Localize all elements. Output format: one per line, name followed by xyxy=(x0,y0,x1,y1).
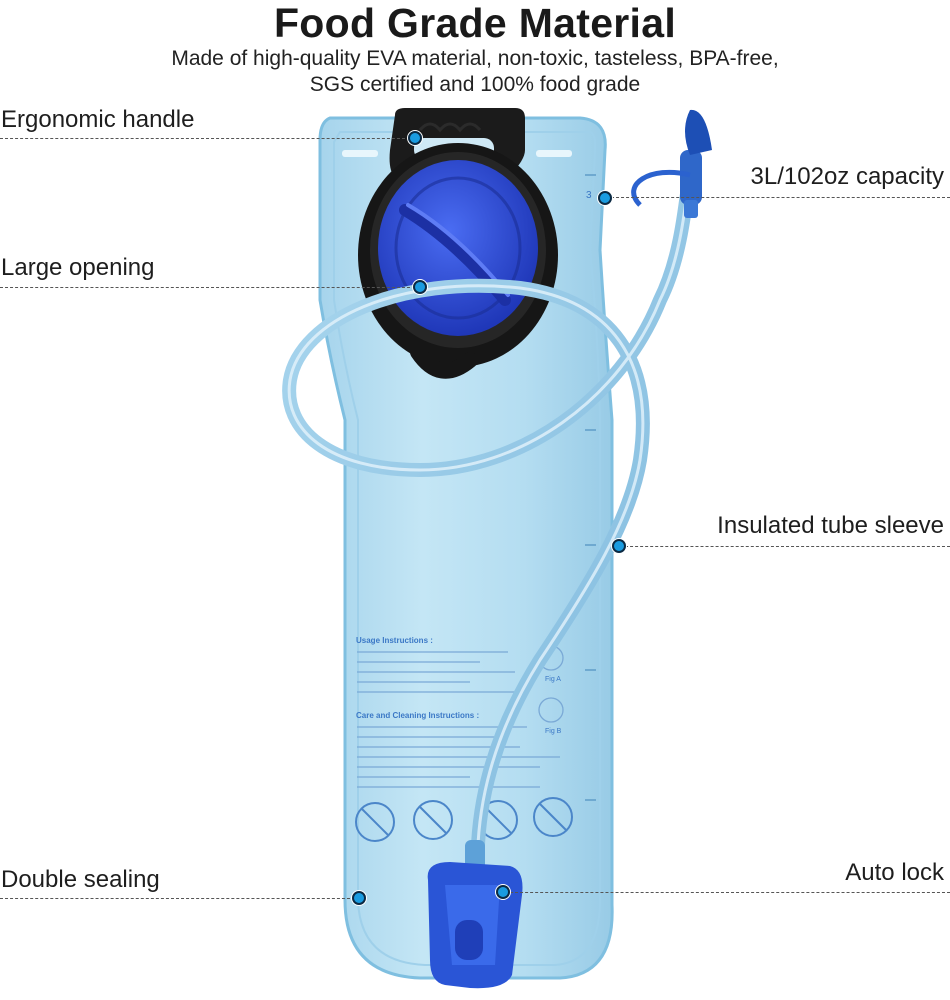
callout-ergonomic-handle: Ergonomic handle xyxy=(1,106,195,133)
printed-instructions: Usage Instructions : Care and Cleaning I… xyxy=(355,636,573,842)
callout-line-tube xyxy=(620,546,950,547)
care-title: Care and Cleaning Instructions : xyxy=(356,711,479,720)
callout-insulated-tube: Insulated tube sleeve xyxy=(717,512,944,539)
fig-a-label: Fig A xyxy=(545,676,561,683)
callout-dot-tube xyxy=(612,539,626,553)
callout-dot-lock xyxy=(496,885,510,899)
bite-valve xyxy=(631,109,712,218)
callout-dot-capacity xyxy=(598,191,612,205)
usage-title: Usage Instructions : xyxy=(356,636,433,645)
subtitle-line-1: Made of high-quality EVA material, non-t… xyxy=(171,47,779,70)
callout-dot-sealing xyxy=(352,891,366,905)
subtitle-line-2: SGS certified and 100% food grade xyxy=(309,73,641,96)
callout-line-handle xyxy=(0,138,410,139)
callout-capacity: 3L/102oz capacity xyxy=(750,163,944,190)
callout-auto-lock: Auto lock xyxy=(845,859,944,886)
callout-large-opening: Large opening xyxy=(1,254,155,281)
callout-double-sealing: Double sealing xyxy=(1,866,160,893)
scale-label: 3 xyxy=(586,190,592,201)
fig-b-label: Fig B xyxy=(545,728,562,735)
page-title: Food Grade Material xyxy=(273,0,677,46)
callout-line-opening xyxy=(0,287,415,288)
callout-dot-handle xyxy=(408,131,422,145)
callout-line-lock xyxy=(505,892,950,893)
callout-line-capacity xyxy=(606,197,950,198)
callout-line-sealing xyxy=(0,898,355,899)
callout-dot-opening xyxy=(413,280,427,294)
tube-connector xyxy=(427,840,523,989)
